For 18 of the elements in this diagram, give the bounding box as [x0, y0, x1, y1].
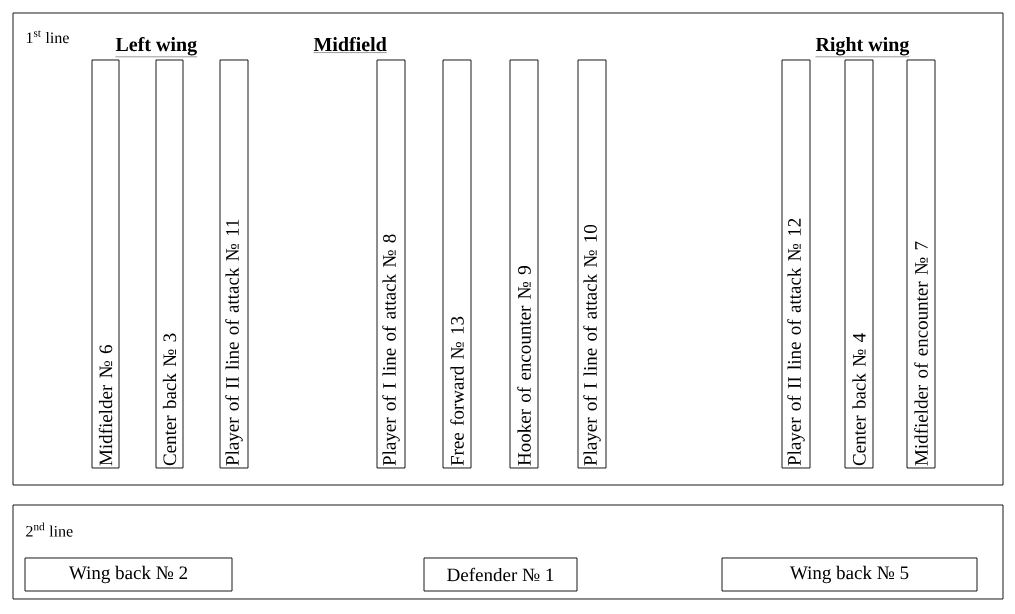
player-box: Center back № 3 — [155, 59, 184, 469]
section-title: 2$^{nd}$ line — [26, 522, 73, 537]
player-box: Player of II line of attack № 12 — [781, 59, 811, 469]
player-box: Hooker of encounter № 9 — [509, 59, 539, 469]
player-box: Wing back № 5 — [721, 557, 978, 592]
group-heading: Midfield — [313, 36, 387, 53]
player-box: Wing back № 2 — [24, 557, 233, 592]
group-heading: Left wing — [115, 36, 198, 57]
player-box: Player of I line of attack № 10 — [577, 59, 607, 469]
player-box: Midfielder № 6 — [91, 59, 120, 469]
section-title: 1$^{st}$ line — [26, 30, 69, 44]
player-box: Defender № 1 — [423, 557, 578, 592]
player-box: Player of II line of attack № 11 — [219, 59, 249, 469]
player-box: Player of I line of attack № 8 — [376, 59, 406, 469]
player-box: Free forward № 13 — [442, 59, 472, 469]
player-box: Midfielder of encounter № 7 — [906, 59, 936, 469]
player-box: Center back № 4 — [844, 59, 874, 469]
group-heading: Right wing — [815, 37, 910, 57]
